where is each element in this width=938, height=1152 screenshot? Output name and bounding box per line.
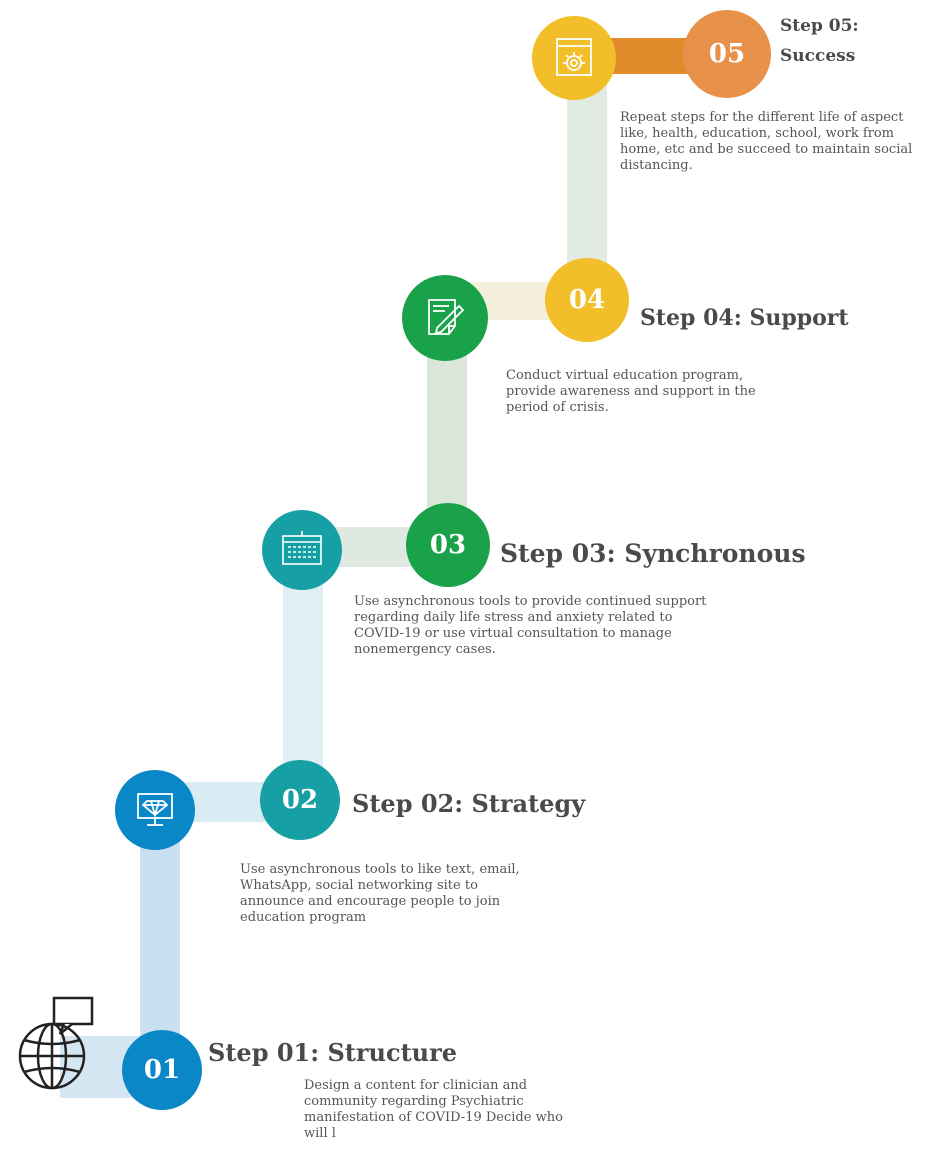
step-05-description: Repeat steps for the different life of a…	[620, 110, 913, 173]
globe-speech-icon	[14, 994, 96, 1094]
step-03-title: Step 03: Synchronous	[500, 539, 806, 568]
step-05-title-line2: Success	[780, 46, 856, 66]
step-03-circle: 03	[406, 503, 490, 587]
step-05-number: 05	[708, 39, 746, 69]
step-02-number: 02	[281, 785, 319, 815]
connector-01-vertical	[140, 812, 180, 1067]
step-02-title: Step 02: Strategy	[352, 789, 586, 818]
step-05-circle: 05	[683, 10, 771, 98]
step-04-number: 04	[568, 285, 606, 315]
step-03-description: Use asynchronous tools to provide contin…	[354, 594, 707, 657]
step-01-title: Step 01: Structure	[208, 1038, 458, 1067]
step-05-icon-circle	[532, 16, 616, 100]
step-05-title-line1: Step 05:	[780, 16, 859, 36]
window-list-icon	[282, 531, 322, 565]
step-03-icon-circle	[262, 510, 342, 590]
step-01-number: 01	[143, 1055, 181, 1085]
connector-02-vertical	[283, 552, 323, 797]
note-pencil-icon	[428, 299, 465, 335]
monitor-diamond-icon	[137, 793, 173, 826]
step-04-title: Step 04: Support	[640, 305, 849, 331]
step-04-description: Conduct virtual education program, provi…	[506, 368, 756, 415]
step-03-number: 03	[429, 530, 467, 560]
step-02-circle: 02	[260, 760, 340, 840]
step-04-icon-circle	[402, 275, 488, 361]
step-02-icon-circle	[115, 770, 195, 850]
step-04-circle: 04	[545, 258, 629, 342]
step-02-description: Use asynchronous tools to like text, ema…	[240, 862, 520, 925]
step-01-description: Design a content for clinician and commu…	[304, 1078, 563, 1141]
browser-gear-icon	[556, 38, 592, 76]
step-01-circle: 01	[122, 1030, 202, 1110]
